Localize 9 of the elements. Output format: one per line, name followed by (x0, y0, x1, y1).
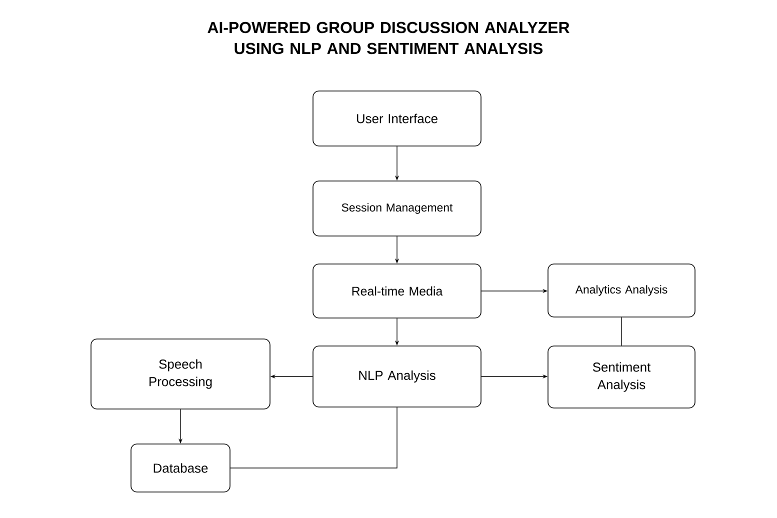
process-box: Real-time Media (312, 264, 482, 318)
process-box: Sentiment Analysis (548, 346, 696, 408)
process-box: Speech Processing (90, 338, 270, 410)
process-box: Database (130, 444, 230, 492)
process-box: Session Management (312, 180, 482, 236)
process-box: Analytics Analysis (548, 264, 696, 318)
process-box: NLP Analysis (312, 346, 482, 408)
process-box: User Interface (312, 90, 482, 146)
title: AI-POWERED GROUP DISCUSSION ANALYZER USING NLP AND SENTIMENT ANALYSIS (208, 22, 570, 54)
